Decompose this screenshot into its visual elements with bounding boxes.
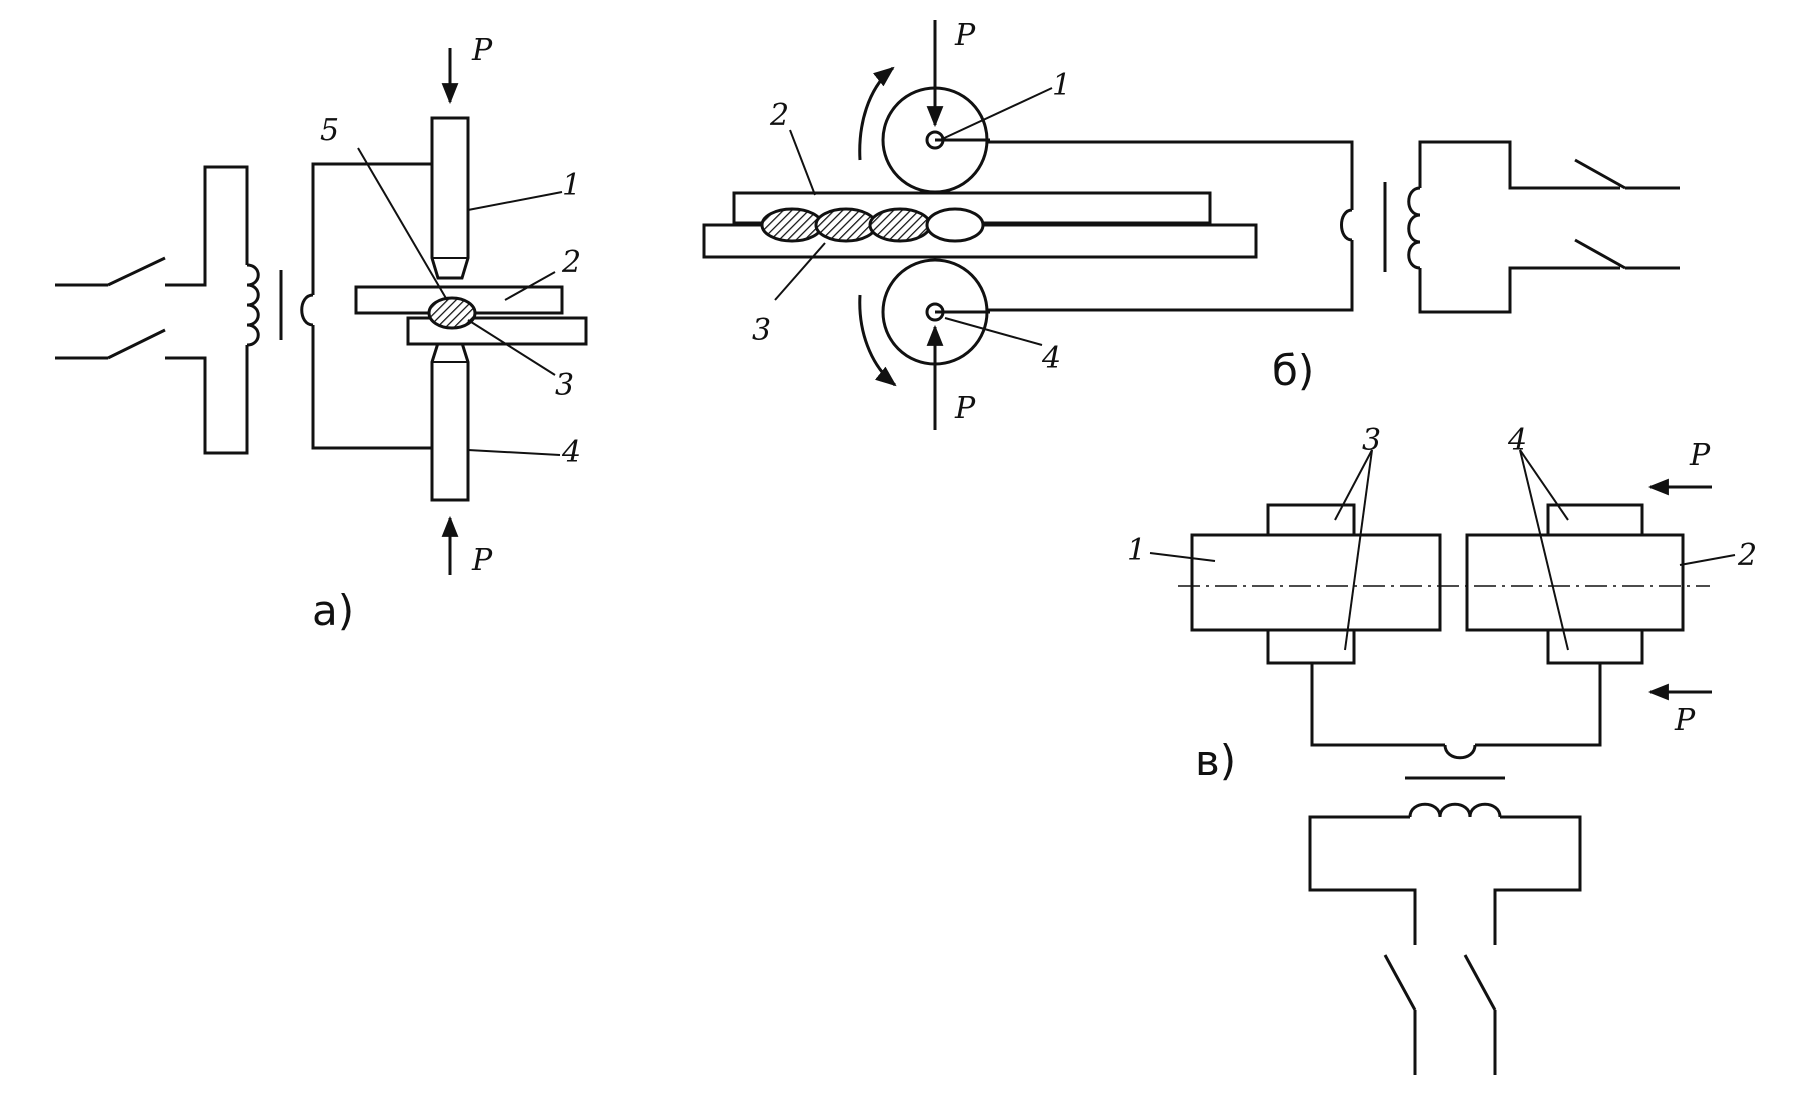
butt-force-label-bottom: P: [1674, 703, 1696, 738]
seam-primary-coil: [1407, 186, 1421, 270]
butt-label-4: 4: [1507, 423, 1527, 458]
seam-secondary-coil: [1340, 208, 1353, 242]
seam-mains-switch: [1562, 158, 1680, 270]
seam-nugget-4: [925, 207, 985, 243]
butt-right-clamp-top: [1546, 503, 1644, 537]
butt-mains-switch: [1383, 954, 1497, 1075]
butt-label-3: 3: [1362, 423, 1381, 458]
seam-nugget-1: [760, 207, 824, 243]
butt-welding-scheme: P P 1 2 3 4 в): [1127, 423, 1757, 1075]
seam-primary-winding: [1418, 140, 1562, 314]
spot-label-5: 5: [320, 113, 339, 148]
seam-force-label-bottom: P: [954, 391, 976, 426]
spot-secondary-coil: [300, 293, 314, 327]
spot-welding-scheme: P P 1 2 3 4 5 а): [55, 33, 588, 635]
butt-right-bar: [1465, 533, 1685, 632]
seam-force-label-top: P: [954, 18, 976, 53]
spot-lower-electrode: [430, 341, 470, 502]
seam-rotation-arrow-bottom: [858, 294, 897, 387]
seam-label-2: 2: [769, 98, 789, 133]
spot-secondary-loop: [311, 162, 432, 450]
spot-label-3: 3: [555, 368, 574, 403]
butt-label-1: 1: [1127, 533, 1146, 568]
spot-weld-nugget: [427, 296, 477, 330]
spot-label-1: 1: [562, 168, 581, 203]
spot-force-label-top: P: [471, 33, 493, 68]
butt-label-2: 2: [1737, 538, 1757, 573]
seam-nugget-2: [814, 207, 878, 243]
butt-left-clamp-bottom: [1266, 628, 1356, 665]
seam-label-1: 1: [1052, 68, 1071, 103]
seam-label-4: 4: [1041, 341, 1061, 376]
seam-label-3: 3: [752, 313, 771, 348]
spot-mains-switch: [55, 256, 166, 360]
spot-label-4: 4: [561, 435, 581, 470]
butt-primary-winding: [1308, 815, 1582, 945]
butt-right-clamp-bottom: [1546, 628, 1644, 665]
butt-secondary-loop: [1310, 663, 1602, 747]
spot-label-2: 2: [561, 245, 581, 280]
spot-force-label-bottom: P: [471, 543, 493, 578]
seam-nugget-3: [868, 207, 932, 243]
seam-welding-scheme: P P 1 2 3 4 б): [702, 18, 1680, 430]
butt-left-bar: [1190, 533, 1442, 632]
caption-a: а): [312, 586, 354, 635]
seam-rotation-arrow-top: [858, 66, 895, 161]
caption-c: в): [1195, 736, 1236, 785]
seam-secondary-loop: [935, 138, 1354, 314]
butt-secondary-coil: [1443, 744, 1477, 760]
spot-upper-electrode: [430, 116, 470, 280]
caption-b: б): [1272, 346, 1314, 395]
butt-force-label-top: P: [1689, 438, 1711, 473]
spot-primary-coil: [246, 263, 260, 347]
spot-primary-winding: [165, 165, 249, 455]
butt-primary-coil: [1408, 802, 1502, 818]
